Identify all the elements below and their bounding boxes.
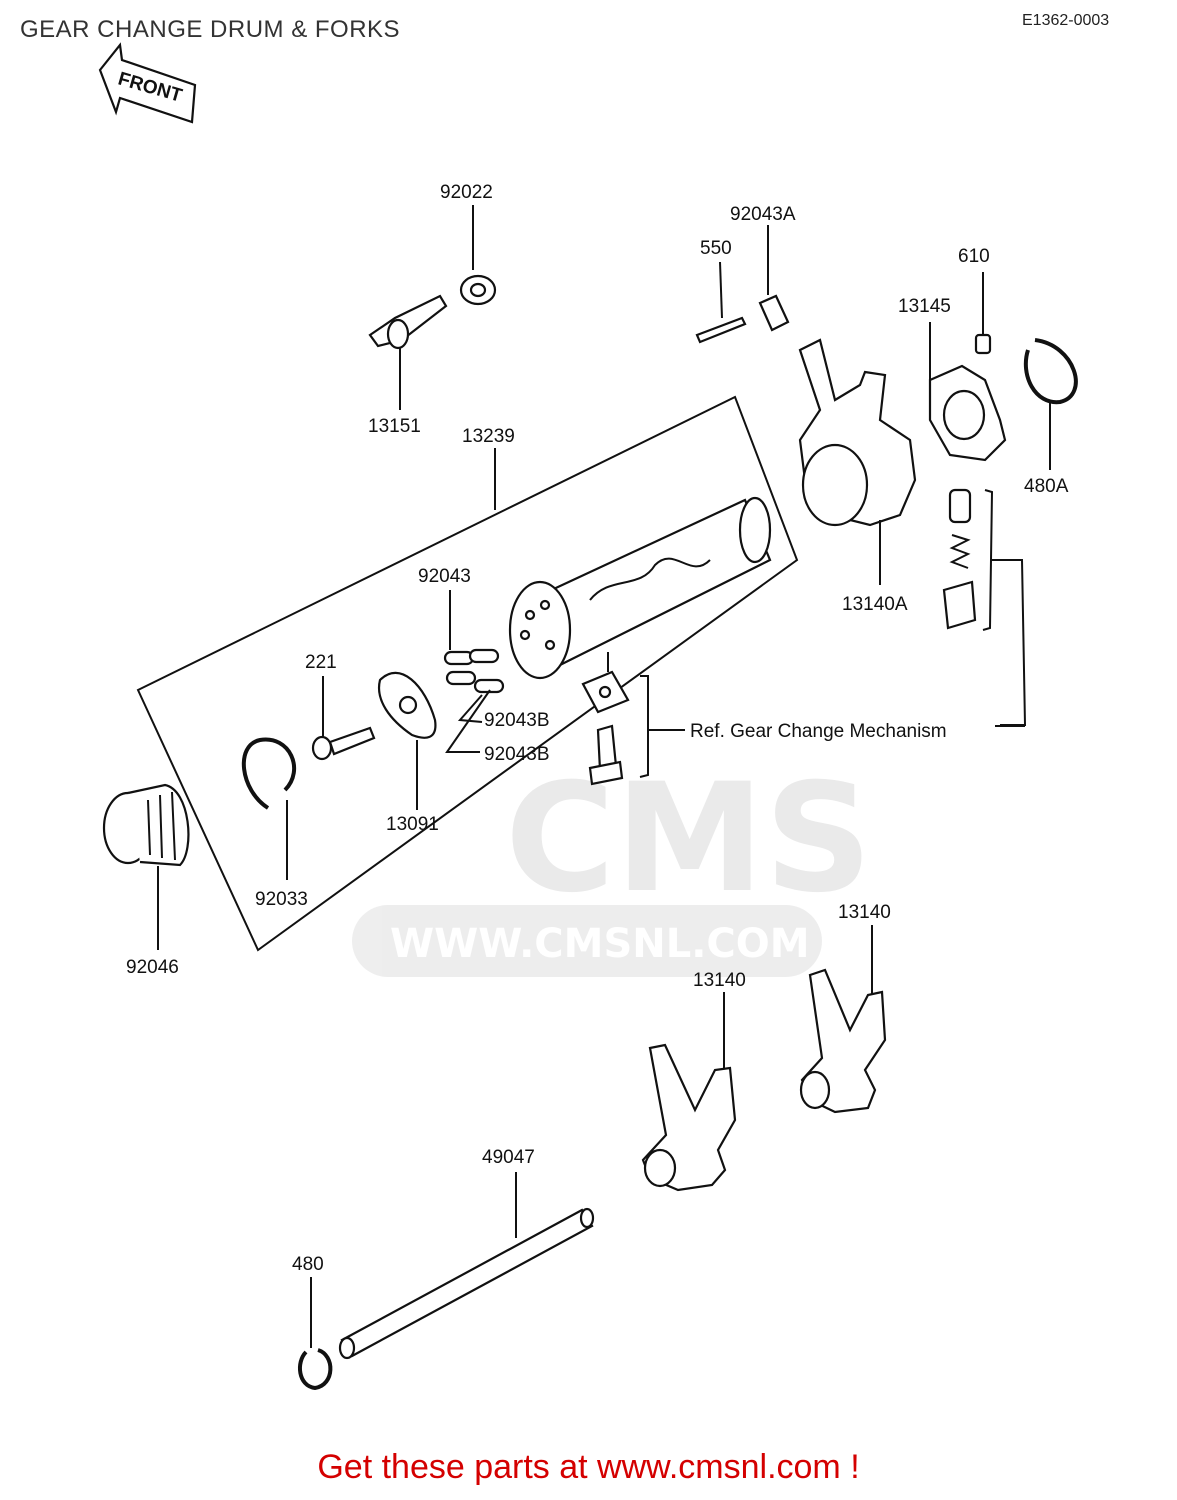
part-92022-washer [459,274,497,306]
callout-92043B-lower: 92043B [484,744,550,765]
part-13151-neutral-switch [368,294,448,350]
front-direction-arrow: FRONT [98,42,197,124]
callout-550: 550 [700,238,732,259]
part-550-cotter-pin [695,316,747,344]
callout-13091: 13091 [386,814,439,835]
part-13140-shift-fork-right [799,968,887,1114]
watermark-url-text: WWW.CMSNL.COM [390,921,810,967]
footer-prefix: Get these parts at [317,1448,598,1486]
part-610-pin [974,333,992,355]
part-13091-pin-plate [377,671,437,739]
diagram-reference-code: E1362-0003 [1022,12,1110,29]
page-title: GEAR CHANGE DRUM & FORKS [20,16,401,43]
footer-promo: Get these parts at www.cmsnl.com ! [0,1448,1177,1487]
part-480A-circlip [1023,338,1078,405]
footer-site-link[interactable]: www.cmsnl.com [597,1448,841,1486]
callout-92022: 92022 [440,182,493,203]
part-49047-fork-shaft [338,1207,595,1360]
part-92043-pins [443,648,505,694]
callout-92043: 92043 [418,566,471,587]
part-13145-cam-plate [928,364,1007,462]
callout-49047: 49047 [482,1147,535,1168]
part-480-circlip [297,1348,333,1391]
exploded-parts-diagram: CMS WWW.CMSNL.COM FRONT 92022 13151 1323… [98,42,1078,1391]
assembly-outline-13239 [136,395,799,952]
watermark-logo-text: CMS [505,752,872,926]
cms-watermark: CMS WWW.CMSNL.COM [352,752,872,977]
callout-13140-right: 13140 [838,902,891,923]
callout-13140-left: 13140 [693,970,746,991]
part-13140-shift-fork-left [641,1043,737,1192]
part-92046-needle-bearing [102,783,190,867]
callout-13145: 13145 [898,296,951,317]
ref-gear-change-mechanism-note: Ref. Gear Change Mechanism [690,721,947,742]
part-13140A-shift-fork [798,338,917,527]
part-detent-pin-spring-bolt [942,488,977,630]
callout-92046: 92046 [126,957,179,978]
callout-13140A: 13140A [842,594,908,615]
callout-92043B-upper: 92043B [484,710,550,731]
part-221-screw [311,726,376,761]
callout-13151: 13151 [368,416,421,437]
part-92033-circlip [241,737,297,810]
callout-480: 480 [292,1254,324,1275]
callout-92033: 92033 [255,889,308,910]
callout-221: 221 [305,652,337,673]
part-92043A-pin [758,294,790,332]
part-ref-stopper-and-bolt [581,670,630,786]
callout-13239: 13239 [462,426,515,447]
callout-610: 610 [958,246,990,267]
part-13239-shift-drum [508,496,772,680]
callout-92043A: 92043A [730,204,796,225]
callout-480A: 480A [1024,476,1069,497]
footer-suffix: ! [840,1448,860,1486]
